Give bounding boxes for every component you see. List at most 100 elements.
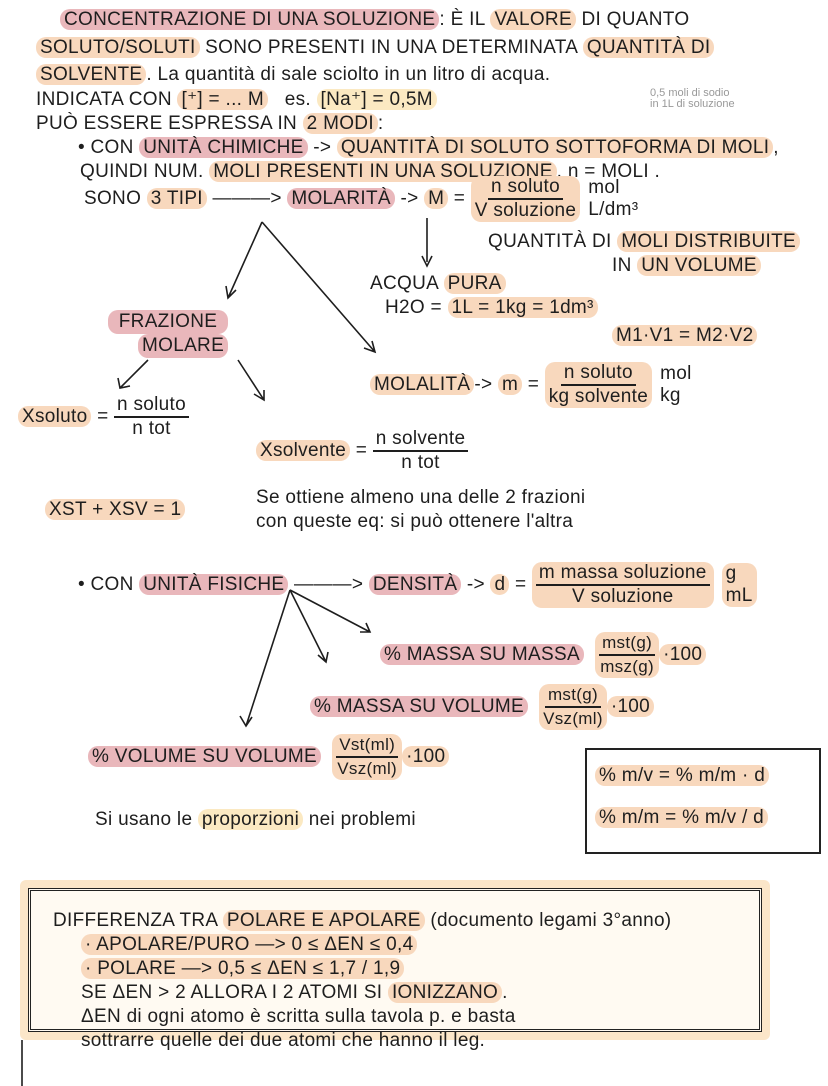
highlight: UN VOLUME xyxy=(637,255,761,276)
h2o-equivalence: H2O = 1L = 1kg = 1dm³ xyxy=(385,296,598,320)
fisiche-arrow-mm xyxy=(289,589,372,633)
multiplier: ·100 xyxy=(606,696,655,718)
highlight: PURA xyxy=(443,273,506,294)
numerator: n soluto xyxy=(560,362,636,386)
unit: g xyxy=(725,563,737,584)
intro-line-4: INDICATA CON [⁺] = ... M es. [Na⁺] = 0,5… xyxy=(36,88,437,112)
intro-line-5: PUÒ ESSERE ESPRESSA IN 2 MODI: xyxy=(36,112,384,136)
denominator: V soluzione xyxy=(572,586,674,607)
highlight: SOLUTO/SOLUTI xyxy=(36,37,200,58)
text: -> xyxy=(394,188,425,210)
highlight: VALORE xyxy=(490,9,576,30)
highlight: MOLI PRESENTI IN UNA SOLUZIONE xyxy=(209,161,557,182)
highlight: d xyxy=(490,574,510,596)
text: -> xyxy=(307,137,337,158)
text: H2O = xyxy=(385,297,448,318)
polare-title: DIFFERENZA TRA POLARE E APOLARE (documen… xyxy=(53,909,671,933)
unit: L/dm³ xyxy=(588,199,639,220)
volume-su-volume: % VOLUME SU VOLUME Vst(ml)Vsz(ml) ·100 xyxy=(88,734,450,780)
numerator: n soluto xyxy=(488,176,563,200)
chimiche-line-3: SONO 3 TIPI ———> MOLARITÀ -> M = n solut… xyxy=(84,176,639,222)
denominator: msz(g) xyxy=(600,657,654,676)
polare-note-2: sottrarre quelle dei due atomi che hanno… xyxy=(81,1030,486,1051)
highlight: 2 MODI xyxy=(302,113,378,134)
highlight: MOLARITÀ xyxy=(287,188,395,210)
text: nei problemi xyxy=(303,809,416,830)
multiplier: ·100 xyxy=(659,644,707,666)
text: . La quantità di sale sciolto in un litr… xyxy=(146,64,551,85)
text: (documento legami 3°anno) xyxy=(424,910,672,931)
text: , xyxy=(773,137,779,158)
highlight: M1·V1 = M2·V2 xyxy=(612,325,758,346)
title-concentrazione: CONCENTRAZIONE DI UNA SOLUZIONE xyxy=(60,9,440,30)
conversion-formula: % m/v = % m/m · d xyxy=(595,765,770,786)
highlight: M xyxy=(424,188,449,210)
denominator: n tot xyxy=(132,418,171,439)
highlight: MOLALITÀ xyxy=(370,374,475,396)
polare-range: · POLARE —> 0,5 ≤ ΔEN ≤ 1,7 / 1,9 xyxy=(81,958,405,979)
note-line: in 1L di soluzione xyxy=(650,98,735,110)
fisiche-line: • CON UNITÀ FISICHE ———> DENSITÀ -> d = … xyxy=(78,562,757,608)
text: Si usano le xyxy=(95,809,198,830)
numerator: Vst(ml) xyxy=(336,734,399,758)
text: IN xyxy=(612,255,638,276)
denominator: V soluzione xyxy=(474,200,577,221)
sum-formula: XST + XSV = 1 xyxy=(45,498,186,522)
text: QUINDI NUM. xyxy=(80,161,210,182)
highlight: UNITÀ FISICHE xyxy=(139,574,289,596)
molarita-down-line xyxy=(421,218,433,268)
text: es. xyxy=(284,89,317,110)
multiplier: ·100 xyxy=(402,746,450,768)
label: FRAZIONE xyxy=(108,310,229,334)
conversion-formula: % m/m = % m/v / d xyxy=(595,807,769,828)
unit: mL xyxy=(725,585,753,606)
highlight: POLARE E APOLARE xyxy=(222,910,425,931)
text: SONO xyxy=(84,188,147,210)
three-types-arrow-right xyxy=(261,221,377,354)
acqua-pura: ACQUA PURA xyxy=(370,272,506,296)
text: . xyxy=(502,982,508,1003)
denominator: Vsz(ml) xyxy=(543,709,603,728)
text: • CON xyxy=(78,574,140,596)
polare-box: DIFFERENZA TRA POLARE E APOLARE (documen… xyxy=(20,880,770,1051)
text: -> xyxy=(461,574,491,596)
unit: mol xyxy=(588,177,620,198)
chimiche-line-2: QUINDI NUM. MOLI PRESENTI IN UNA SOLUZIO… xyxy=(80,160,660,184)
highlight: UNITÀ CHIMICHE xyxy=(139,137,308,158)
intro-line-1: CONCENTRAZIONE DI UNA SOLUZIONE: È IL VA… xyxy=(60,8,689,32)
three-types-arrow-left xyxy=(225,221,263,300)
highlight: 1L = 1kg = 1dm³ xyxy=(447,297,598,318)
highlight: proporzioni xyxy=(197,809,304,830)
denominator: Vsz(ml) xyxy=(337,759,397,778)
highlight: DENSITÀ xyxy=(368,574,462,596)
text: DI QUANTO xyxy=(575,9,690,30)
denominator: n tot xyxy=(401,452,440,473)
dilution-formula: M1·V1 = M2·V2 xyxy=(612,324,758,348)
highlight: MOLI DISTRIBUITE xyxy=(617,231,800,252)
massa-su-volume: % MASSA SU VOLUME mst(g)Vsz(ml)·100 xyxy=(310,684,655,730)
text: DIFFERENZA TRA xyxy=(53,910,223,931)
highlight: IONIZZANO xyxy=(387,982,503,1003)
highlight: 3 TIPI xyxy=(146,188,207,210)
frazione-arrow-left xyxy=(117,359,149,389)
text: : È IL xyxy=(439,9,491,30)
proporzioni-note: Si usano le proporzioni nei problemi xyxy=(95,808,416,832)
fisiche-arrow-mv xyxy=(289,589,329,664)
chimiche-line-1: • CON UNITÀ CHIMICHE -> QUANTITÀ DI SOLU… xyxy=(78,136,779,160)
sum-note-2: con queste eq: si può ottenere l'altra xyxy=(256,511,574,532)
label: MOLARE xyxy=(138,334,229,358)
text: SE ΔEN > 2 ALLORA I 2 ATOMI SI xyxy=(81,982,388,1003)
text: • CON xyxy=(78,137,140,158)
highlight: % VOLUME SU VOLUME xyxy=(88,746,322,768)
sum-note-1: Se ottiene almeno una delle 2 frazioni xyxy=(256,487,586,508)
unit: kg xyxy=(660,385,681,406)
intro-line-3: SOLVENTE. La quantità di sale sciolto in… xyxy=(36,63,550,87)
apolare-range: · APOLARE/PURO —> 0 ≤ ΔEN ≤ 0,4 xyxy=(81,934,418,955)
highlight: % MASSA SU VOLUME xyxy=(310,696,528,718)
unit: mol xyxy=(660,363,692,384)
